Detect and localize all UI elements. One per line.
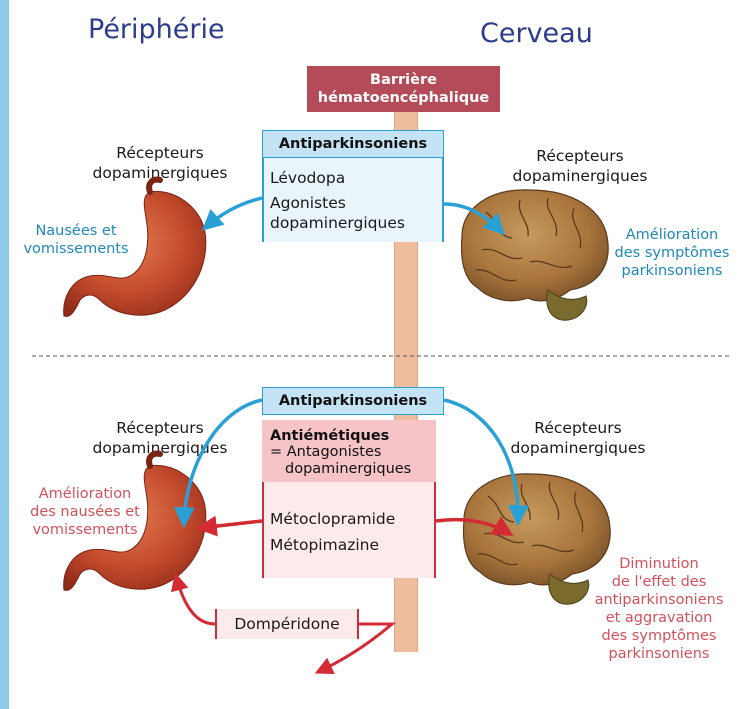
- arrow-to-periphery-top: [205, 198, 262, 228]
- arrow-domperidone-blocked: [318, 624, 392, 672]
- stomach-icon: [64, 180, 206, 317]
- brain-icon: [464, 474, 611, 604]
- brain-icon: [462, 190, 609, 320]
- arrow-domperidone-to-periphery: [176, 576, 215, 624]
- arrow-antiemetic-to-periphery: [200, 521, 262, 528]
